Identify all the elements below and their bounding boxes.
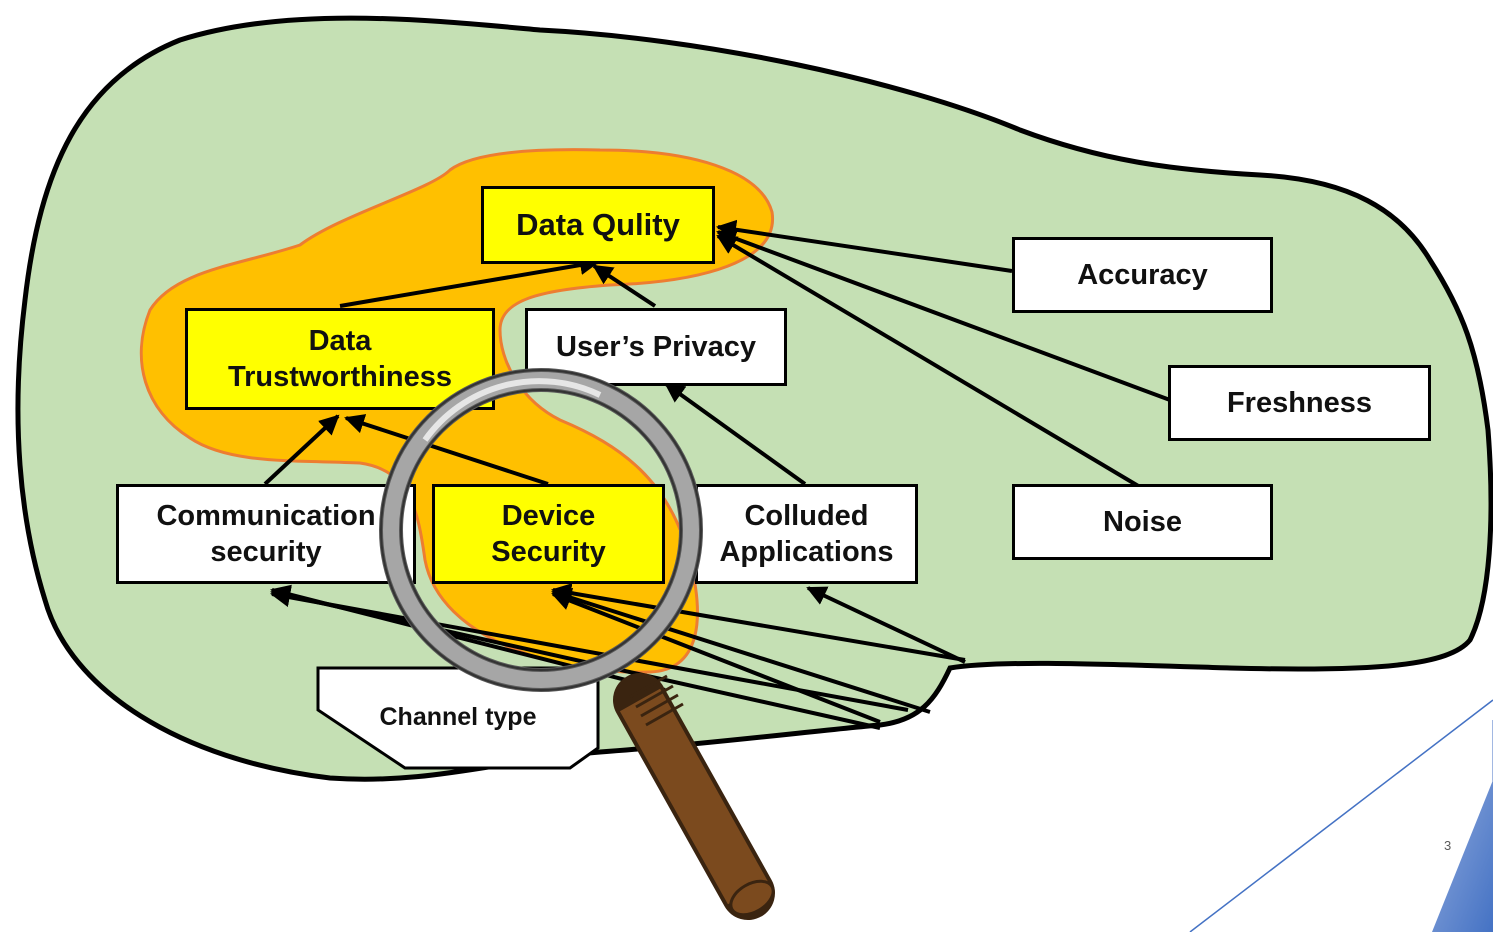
arrow-freshness-to-quality [716,228,1171,402]
node-users-privacy: User’s Privacy [525,308,787,386]
node-data-trustworthiness: Data Trustworthiness [185,308,495,410]
node-colluded-applications: Colluded Applications [695,484,918,584]
arrow-ct-to-colluded [806,586,966,664]
arrow-comm-to-trust [263,414,340,486]
arrow-privacy-to-quality [592,264,657,308]
node-channel-type: Channel type [379,702,537,731]
node-data-quality: Data Qulity [481,186,715,264]
node-accuracy: Accuracy [1012,237,1273,313]
arrow-trust-to-quality [339,255,600,308]
node-noise: Noise [1012,484,1273,560]
node-freshness: Freshness [1168,365,1431,441]
arrow-noise-to-quality [716,234,1142,489]
arrow-accuracy-to-quality [716,219,1013,273]
node-device-security: Device Security [432,484,665,584]
slide-number: 3 [1444,838,1452,853]
slide-accent-triangle [1432,780,1493,932]
slide-accent-line-1 [1189,699,1493,932]
node-communication-security: Communication security [116,484,416,584]
